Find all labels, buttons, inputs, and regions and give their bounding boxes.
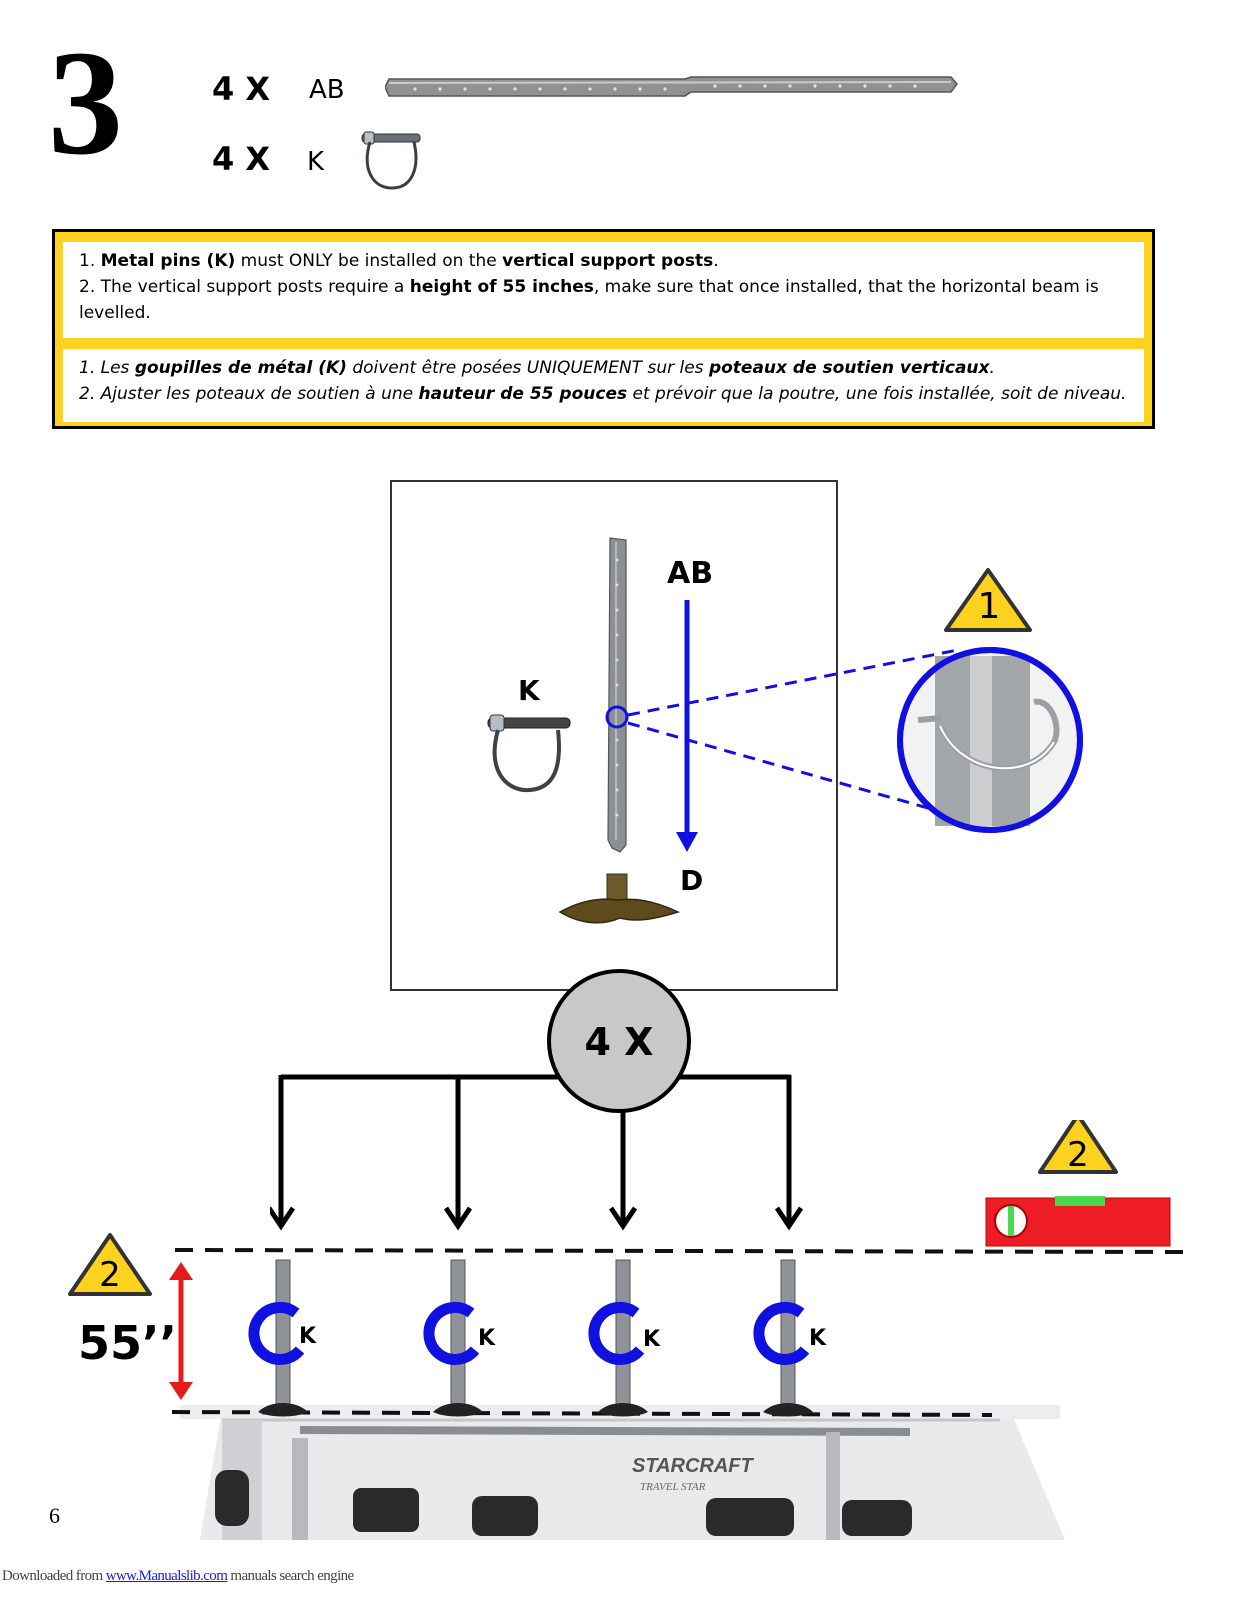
multiplier-label: 4 X [584, 1020, 654, 1064]
pin-rings [248, 1301, 810, 1365]
post-ab-icon [385, 76, 958, 97]
pin-k-drawing [487, 714, 571, 793]
part-code-k: K [307, 147, 325, 177]
warning-1-icon [944, 568, 1032, 632]
base-plate-drawing [558, 873, 681, 924]
step-number: 3 [48, 20, 123, 186]
distribution-arrows [270, 969, 804, 1231]
install-scene: STARCRAFT TRAVEL STAR [68, 1120, 1189, 1540]
note-en-line-2: 2. The vertical support posts require a … [79, 277, 1099, 323]
manualslib-link[interactable]: www.Manualslib.com [105, 1568, 228, 1584]
pin-hole-highlight [605, 705, 629, 729]
warning-2-number-right: 2 [1067, 1135, 1089, 1175]
trailer-model: TRAVEL STAR [640, 1481, 706, 1493]
height-label: 55’’ [78, 1316, 177, 1370]
note-fr-line-2: 2. Ajuster les poteaux de soutien à une … [79, 384, 1127, 404]
note-french: 1. Les goupilles de métal (K) doivent êt… [63, 349, 1144, 422]
post-1-pin-label: K [299, 1324, 317, 1349]
warning-1-number: 1 [977, 586, 1001, 627]
label-ab: AB [667, 556, 714, 591]
posts [258, 1259, 813, 1417]
footer: Downloaded from www.Manualslib.com manua… [2, 1568, 354, 1584]
pin-k-icon [361, 131, 421, 190]
level-tool-icon [985, 1196, 1171, 1247]
warning-2-icons [68, 1120, 1118, 1296]
post-3-pin-label: K [643, 1327, 661, 1352]
note-english: 1. Metal pins (K) must ONLY be installed… [63, 242, 1144, 338]
part-quantity-k: 4 X [212, 140, 271, 178]
part-code-ab: AB [309, 75, 345, 105]
multiplier-circle [547, 969, 691, 1113]
instruction-note-box: 1. Metal pins (K) must ONLY be installed… [52, 229, 1155, 429]
trailer-drawing [180, 1405, 1065, 1540]
warning-2-number-left: 2 [99, 1255, 121, 1295]
label-k: K [518, 674, 540, 707]
post-2-pin-label: K [478, 1326, 496, 1351]
part-quantity-ab: 4 X [212, 70, 271, 108]
note-en-line-1: 1. Metal pins (K) must ONLY be installed… [79, 251, 719, 271]
page-number: 6 [49, 1503, 60, 1528]
post-4-pin-label: K [809, 1326, 827, 1351]
assembly-drawing [487, 537, 1083, 924]
note-fr-line-1: 1. Les goupilles de métal (K) doivent êt… [79, 358, 995, 378]
trailer-brand: STARCRAFT [632, 1455, 755, 1477]
label-d: D [680, 864, 704, 897]
